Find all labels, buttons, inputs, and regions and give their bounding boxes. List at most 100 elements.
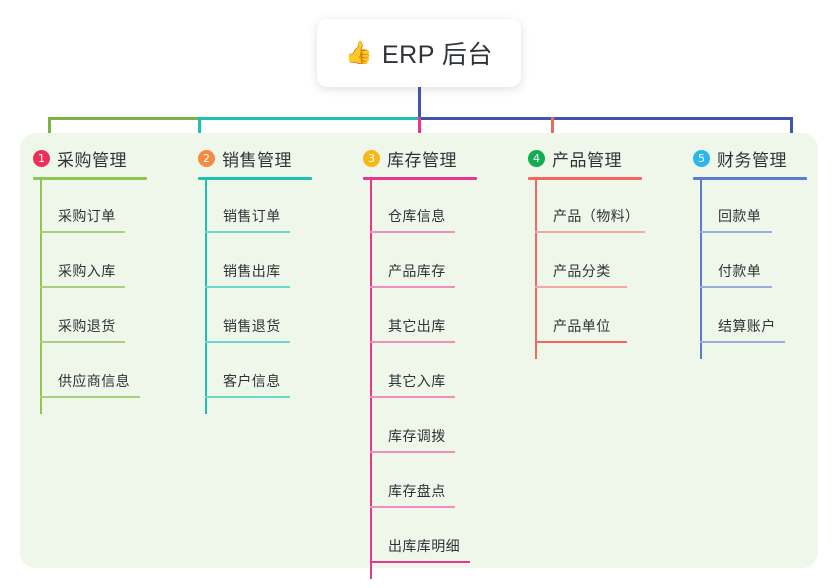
connector-bus-segment-blue	[418, 117, 793, 120]
list-item-rule	[700, 286, 772, 288]
column-badge-3: 3	[363, 149, 380, 167]
column-header-inventory[interactable]: 3 库存管理	[363, 145, 457, 171]
connector-drop-3	[418, 117, 421, 145]
list-item-label: 供应商信息	[58, 373, 130, 389]
column-header-purchase[interactable]: 1 采购管理	[33, 145, 127, 171]
list-item-rule	[370, 341, 455, 343]
column-spine-5	[700, 180, 702, 359]
column-spine-3	[370, 180, 372, 579]
column-spine-1	[40, 180, 42, 414]
list-item-rule	[370, 396, 455, 398]
list-item[interactable]: 产品（物料）	[535, 186, 645, 233]
thumbs-up-icon: 👍	[345, 40, 373, 65]
list-item-rule	[40, 396, 140, 398]
list-item-label: 付款单	[718, 263, 762, 279]
list-item[interactable]: 销售订单	[205, 186, 290, 233]
list-item-label: 其它出库	[388, 318, 446, 334]
list-item[interactable]: 供应商信息	[40, 351, 140, 398]
list-item-rule	[370, 506, 455, 508]
list-item-label: 库存调拨	[388, 428, 446, 444]
list-item-rule	[370, 231, 455, 233]
list-item-rule	[40, 286, 125, 288]
list-item-label: 客户信息	[223, 373, 281, 389]
column-purchase: 1 采购管理 采购订单 采购入库 采购退货 供应商信息	[33, 145, 147, 414]
list-item[interactable]: 其它出库	[370, 296, 455, 343]
list-item-rule	[535, 231, 645, 233]
list-item[interactable]: 采购入库	[40, 241, 125, 288]
list-item-label: 销售出库	[223, 263, 281, 279]
column-inventory: 3 库存管理 仓库信息 产品库存 其它出库 其它入库 库存调拨 库存盘点	[363, 145, 477, 579]
list-item[interactable]: 回款单	[700, 186, 772, 233]
list-item[interactable]: 产品库存	[370, 241, 455, 288]
list-item[interactable]: 库存调拨	[370, 406, 455, 453]
list-item-rule	[535, 341, 627, 343]
list-item[interactable]: 采购订单	[40, 186, 125, 233]
connector-drop-1	[48, 117, 51, 145]
list-item-rule	[40, 231, 125, 233]
column-header-sales[interactable]: 2 销售管理	[198, 145, 292, 171]
list-item-rule	[700, 231, 772, 233]
column-header-rule-2	[198, 177, 312, 180]
column-badge-2: 2	[198, 149, 215, 167]
list-item-label: 产品（物料）	[553, 208, 640, 224]
list-item-label: 采购退货	[58, 318, 116, 334]
connector-bus-segment-teal	[198, 117, 420, 120]
list-item[interactable]: 销售退货	[205, 296, 290, 343]
list-item-label: 销售订单	[223, 208, 281, 224]
list-item-rule	[370, 286, 455, 288]
list-item[interactable]: 销售出库	[205, 241, 290, 288]
column-spine-2	[205, 180, 207, 414]
column-header-rule-4	[528, 177, 642, 180]
column-product: 4 产品管理 产品（物料） 产品分类 产品单位	[528, 145, 645, 359]
column-finance: 5 财务管理 回款单 付款单 结算账户	[693, 145, 807, 359]
column-sales: 2 销售管理 销售订单 销售出库 销售退货 客户信息	[198, 145, 312, 414]
list-item-label: 仓库信息	[388, 208, 446, 224]
root-node[interactable]: 👍 ERP 后台	[317, 19, 521, 87]
column-header-rule-5	[693, 177, 807, 180]
column-header-rule-1	[33, 177, 147, 180]
list-item-rule	[370, 451, 455, 453]
list-item-rule	[370, 561, 470, 563]
list-item-rule	[205, 286, 290, 288]
list-item-label: 产品单位	[553, 318, 611, 334]
root-connector-drop	[418, 87, 421, 117]
list-item-label: 产品分类	[553, 263, 611, 279]
list-item[interactable]: 付款单	[700, 241, 772, 288]
list-item-label: 产品库存	[388, 263, 446, 279]
column-header-finance[interactable]: 5 财务管理	[693, 145, 787, 171]
root-title-text: ERP 后台	[382, 41, 493, 69]
list-item-label: 采购入库	[58, 263, 116, 279]
list-item-rule	[40, 341, 125, 343]
list-item-rule	[205, 341, 290, 343]
list-item-rule	[535, 286, 627, 288]
list-item[interactable]: 产品单位	[535, 296, 627, 343]
connector-drop-5	[790, 117, 793, 145]
list-item[interactable]: 出库库明细	[370, 516, 470, 563]
column-badge-5: 5	[693, 149, 710, 167]
list-item[interactable]: 库存盘点	[370, 461, 455, 508]
list-item[interactable]: 其它入库	[370, 351, 455, 398]
root-title: 👍 ERP 后台	[345, 35, 493, 71]
list-item-rule	[205, 231, 290, 233]
list-item[interactable]: 产品分类	[535, 241, 627, 288]
list-item-rule	[700, 341, 785, 343]
column-header-product[interactable]: 4 产品管理	[528, 145, 622, 171]
list-item-label: 其它入库	[388, 373, 446, 389]
list-item-rule	[205, 396, 290, 398]
list-item[interactable]: 仓库信息	[370, 186, 455, 233]
list-item[interactable]: 客户信息	[205, 351, 290, 398]
list-item-label: 出库库明细	[388, 538, 460, 554]
list-item[interactable]: 采购退货	[40, 296, 125, 343]
list-item-label: 回款单	[718, 208, 762, 224]
connector-bus-segment-green	[48, 117, 198, 120]
column-badge-1: 1	[33, 149, 50, 167]
content-panel	[20, 133, 818, 568]
column-header-rule-3	[363, 177, 477, 180]
connector-drop-2	[198, 117, 201, 145]
column-title-1: 采购管理	[57, 150, 127, 170]
list-item[interactable]: 结算账户	[700, 296, 785, 343]
column-spine-4	[535, 180, 537, 359]
list-item-label: 库存盘点	[388, 483, 446, 499]
column-title-5: 财务管理	[717, 150, 787, 170]
